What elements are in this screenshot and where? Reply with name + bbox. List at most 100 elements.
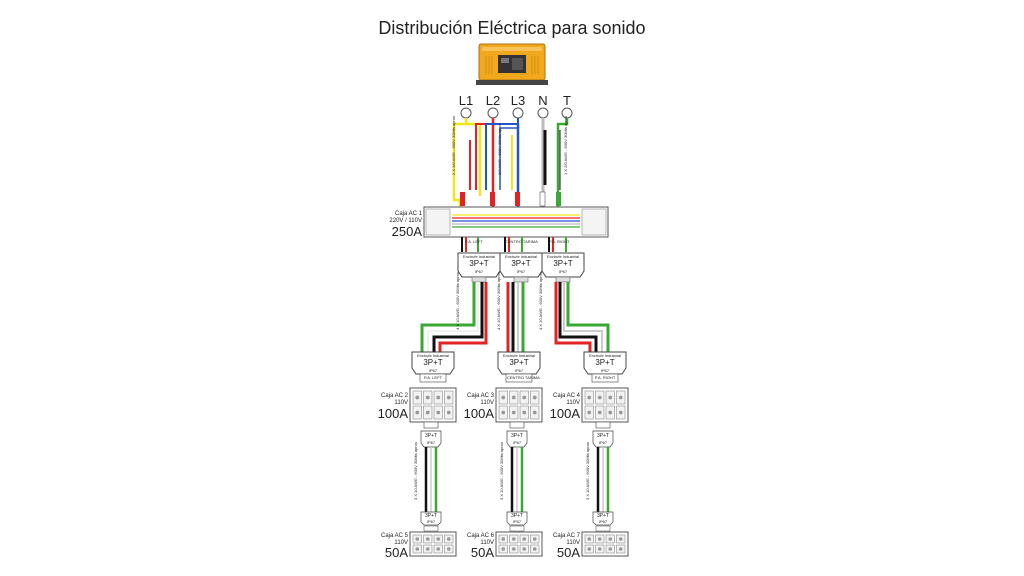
outlet-hole [511,537,516,541]
outlet-hole [425,395,430,400]
ter-conn-rating-2: IP67 [512,519,522,524]
caja-ac4-voltage: 110V [566,400,580,406]
outlet-hole [608,410,613,415]
tertiary-cable-label-3: 3 X 10 AWG - 600V 30Mts aprox [585,442,590,500]
outlet-hole [425,410,430,415]
outlet-hole [587,537,592,541]
generator-icon [476,43,548,85]
caja-ac5-voltage: 110V [394,540,408,546]
outlet-hole [425,547,430,551]
output-label-right: P.A. RIGHT [549,239,570,244]
ter-conn-type-3: 3P+T [596,513,610,519]
small-conn-rating-3: IP67 [598,440,608,445]
small-conn-rating-1: IP67 [426,440,436,445]
connector-small-label-3: Enchufe Industrial [546,254,580,259]
mid-connector-type-3: 3P+T [595,358,615,367]
mid-box-label-3: P.A. RIGHT [594,375,616,380]
caja-ac4-amps: 100A [549,406,580,421]
caja-ac4-name: Caja AC 4 [552,393,580,399]
small-conn-type-3: 3P+T [596,433,610,439]
outlet-hole [511,410,516,415]
branch-cable-label-left: 4 X 10 AWG - 600V 30Mts aprox [455,272,460,330]
caja-ac7-box [581,531,629,557]
tertiary-cable-label-1: 3 X 10 AWG - 600V 30Mts aprox [413,442,418,500]
mid-box-label-1: P.A. LEFT [424,375,442,380]
outlet-hole [532,537,537,541]
caja-ac6-voltage: 110V [480,540,494,546]
outlet-hole [532,547,537,551]
connector-rating-2: IP67 [516,269,526,274]
branch-cable-label-center: 4 X 10 AWG - 600V 30Mts aprox [496,272,501,330]
main-box-voltage: 220V / 110V [389,218,422,224]
tertiary-boxes [409,531,629,557]
ter-conn-rating-1: IP67 [426,519,436,524]
outlet-hole [608,537,613,541]
output-label-left: P.A. LEFT [465,239,483,244]
outlet-hole [436,410,441,415]
outlet-hole [436,537,441,541]
connector-rating-1: IP67 [474,269,484,274]
caja-ac7-amps: 50A [556,545,580,560]
caja-ac7-name: Caja AC 7 [552,533,580,539]
mid-connector-small-2: Enchufe Industrial [502,353,536,358]
connector-type-2: 3P+T [511,259,531,268]
outlet-hole [522,537,527,541]
outlet-hole [597,395,602,400]
industrial-connectors-top [457,252,585,283]
output-label-center: CENTRO TARIMA [505,239,538,244]
mid-connector-small-3: Enchufe Industrial [588,353,622,358]
connector-small-label-2: Enchufe Industrial [504,254,538,259]
caja-ac5-name: Caja AC 5 [380,533,408,539]
phase-label-l1: L1 [458,93,474,108]
ter-conn-rating-3: IP67 [598,519,608,524]
outlet-hole [446,547,451,551]
caja-ac5-amps: 50A [384,545,408,560]
industrial-connectors-mid [411,351,627,383]
phase-label-l2: L2 [485,93,501,108]
caja-ac5-box [409,531,457,557]
small-conn-type-2: 3P+T [510,433,524,439]
outlet-hole [587,395,592,400]
phase-terminals [460,107,573,119]
main-distribution-box [423,206,609,238]
outlet-hole [522,410,527,415]
mid-connector-rating-1: IP67 [428,368,438,373]
outlet-hole [446,395,451,400]
mid-connector-rating-3: IP67 [600,368,610,373]
tertiary-cable-label-2: 3 X 10 AWG - 600V 30Mts aprox [499,442,504,500]
main-box-outputs [461,237,567,252]
phase-label-l3: L3 [510,93,526,108]
mid-connector-small-1: Enchufe Industrial [416,353,450,358]
outlet-hole [522,547,527,551]
connector-rating-3: IP67 [558,269,568,274]
branch-cables [420,282,610,352]
outlet-hole [618,547,623,551]
phase-label-t: T [563,93,571,108]
connector-type-3: 3P+T [553,259,573,268]
outlet-hole [511,547,516,551]
main-box-name: Caja AC 1 [394,211,422,217]
outlet-hole [597,537,602,541]
diagram-title: Distribución Eléctrica para sonido [378,18,646,38]
outlet-hole [608,395,613,400]
feeder-cables [452,118,569,212]
outlet-hole [415,410,420,415]
tertiary-cables [424,447,610,512]
caja-ac6-name: Caja AC 6 [466,533,494,539]
connector-small-label-1: Enchufe Industrial [462,254,496,259]
mid-box-label-2: CENTRO TARIMA [507,375,540,380]
main-box-plugs [460,191,561,207]
outlet-hole [415,395,420,400]
ground-cable-label: 1 X 2/0 AWG - 600V 30Mts aprox [563,116,568,175]
outlet-hole [587,547,592,551]
outlet-hole [587,410,592,415]
caja-ac2-name: Caja AC 2 [380,393,408,399]
feeder-cable-label-2: 2/0 AWG - 600V 30Mts aprox [497,123,502,175]
outlet-hole [597,547,602,551]
outlet-hole [501,537,506,541]
small-connectors [420,421,614,448]
ter-conn-type-1: 3P+T [424,513,438,519]
caja-ac3-voltage: 110V [480,400,494,406]
outlet-hole [511,395,516,400]
